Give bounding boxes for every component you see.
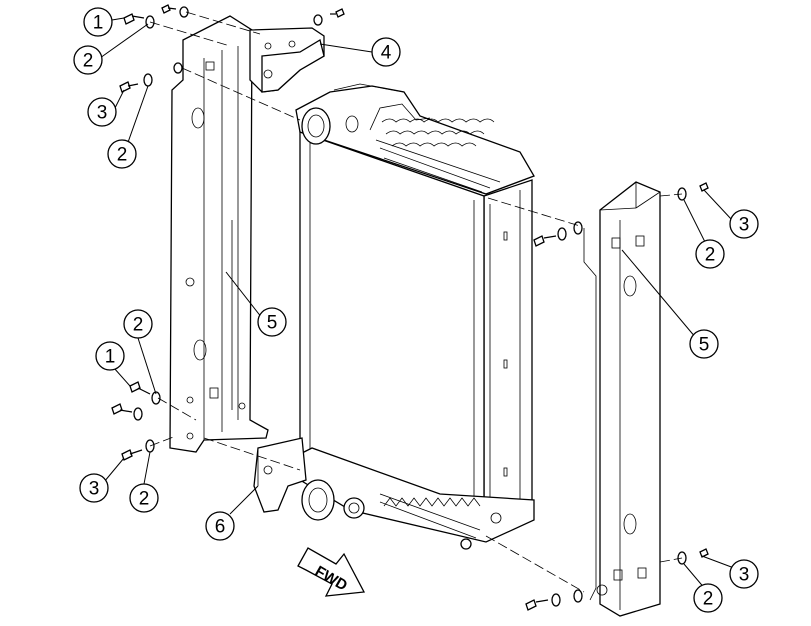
callout-6-bottom-bracket: 6 xyxy=(205,511,235,541)
nut-right-upper xyxy=(573,221,583,235)
bolt-top-left-1 xyxy=(123,13,145,25)
callout-3-left-upper: 3 xyxy=(87,97,117,127)
bolt-top-left-2 xyxy=(161,4,177,14)
svg-text:2: 2 xyxy=(703,589,714,610)
callout-1-left-lower: 1 xyxy=(95,341,125,371)
bolt-far-right-lower xyxy=(699,548,709,558)
svg-text:5: 5 xyxy=(699,335,710,356)
washer-right-upper xyxy=(557,227,567,241)
svg-text:4: 4 xyxy=(381,43,392,64)
svg-text:2: 2 xyxy=(139,489,150,510)
callout-3-right-upper: 3 xyxy=(729,209,759,239)
svg-text:3: 3 xyxy=(739,215,750,236)
callout-2-right-upper: 2 xyxy=(695,239,725,269)
svg-text:3: 3 xyxy=(89,479,100,500)
callout-2-left-upper: 2 xyxy=(107,139,137,169)
washer-top-mid xyxy=(313,14,323,26)
callout-2-left-lower: 2 xyxy=(123,309,153,339)
washer-left-upper xyxy=(143,73,153,87)
bottom-bracket xyxy=(253,437,307,513)
washer-left-lower-2 xyxy=(133,407,143,421)
svg-text:6: 6 xyxy=(215,517,226,538)
bolt-far-right-upper xyxy=(699,182,709,192)
nut-left-upper xyxy=(173,62,183,74)
svg-text:2: 2 xyxy=(83,51,94,72)
assembly-lines xyxy=(149,11,683,593)
callout-3-right-lower: 3 xyxy=(729,559,759,589)
svg-text:2: 2 xyxy=(117,145,128,166)
fwd-arrow: FWD xyxy=(297,547,366,597)
callout-3-left-lower: 3 xyxy=(79,473,109,503)
svg-text:2: 2 xyxy=(705,245,716,266)
washer-left-lower-1 xyxy=(151,391,161,405)
svg-text:1: 1 xyxy=(93,13,104,34)
bolt-right-upper xyxy=(533,235,557,247)
top-bracket xyxy=(249,27,325,93)
bolt-left-lower-3 xyxy=(121,449,143,461)
left-mounting-bracket xyxy=(169,15,269,453)
callout-2-top-left: 2 xyxy=(73,45,103,75)
callout-2-right-lower: 2 xyxy=(693,583,723,613)
callouts: 1 2 3 2 4 3 2 5 5 2 1 3 2 6 3 2 xyxy=(73,7,759,613)
nut-right-lower xyxy=(573,589,583,603)
washer-right-lower xyxy=(551,593,561,607)
svg-text:2: 2 xyxy=(133,315,144,336)
callout-5-right-bracket: 5 xyxy=(689,329,719,359)
radiator-assembly xyxy=(295,83,535,550)
callout-5-left-bracket: 5 xyxy=(257,307,287,337)
callout-4-top-bracket: 4 xyxy=(371,37,401,67)
callout-2-left-lower-b: 2 xyxy=(129,483,159,513)
callout-1-top-left: 1 xyxy=(83,7,113,37)
bolt-left-upper xyxy=(119,81,139,93)
bolt-top-mid xyxy=(330,8,345,18)
svg-text:3: 3 xyxy=(97,103,108,124)
svg-text:5: 5 xyxy=(267,313,278,334)
svg-text:1: 1 xyxy=(105,347,116,368)
bolt-left-lower-2 xyxy=(111,403,133,415)
bolt-right-lower xyxy=(525,599,549,611)
svg-text:3: 3 xyxy=(739,565,750,586)
right-mounting-bracket xyxy=(583,181,661,617)
callout-leaders xyxy=(99,17,735,591)
bolt-left-lower-1 xyxy=(129,381,151,395)
washer-top-left-2 xyxy=(179,6,189,18)
